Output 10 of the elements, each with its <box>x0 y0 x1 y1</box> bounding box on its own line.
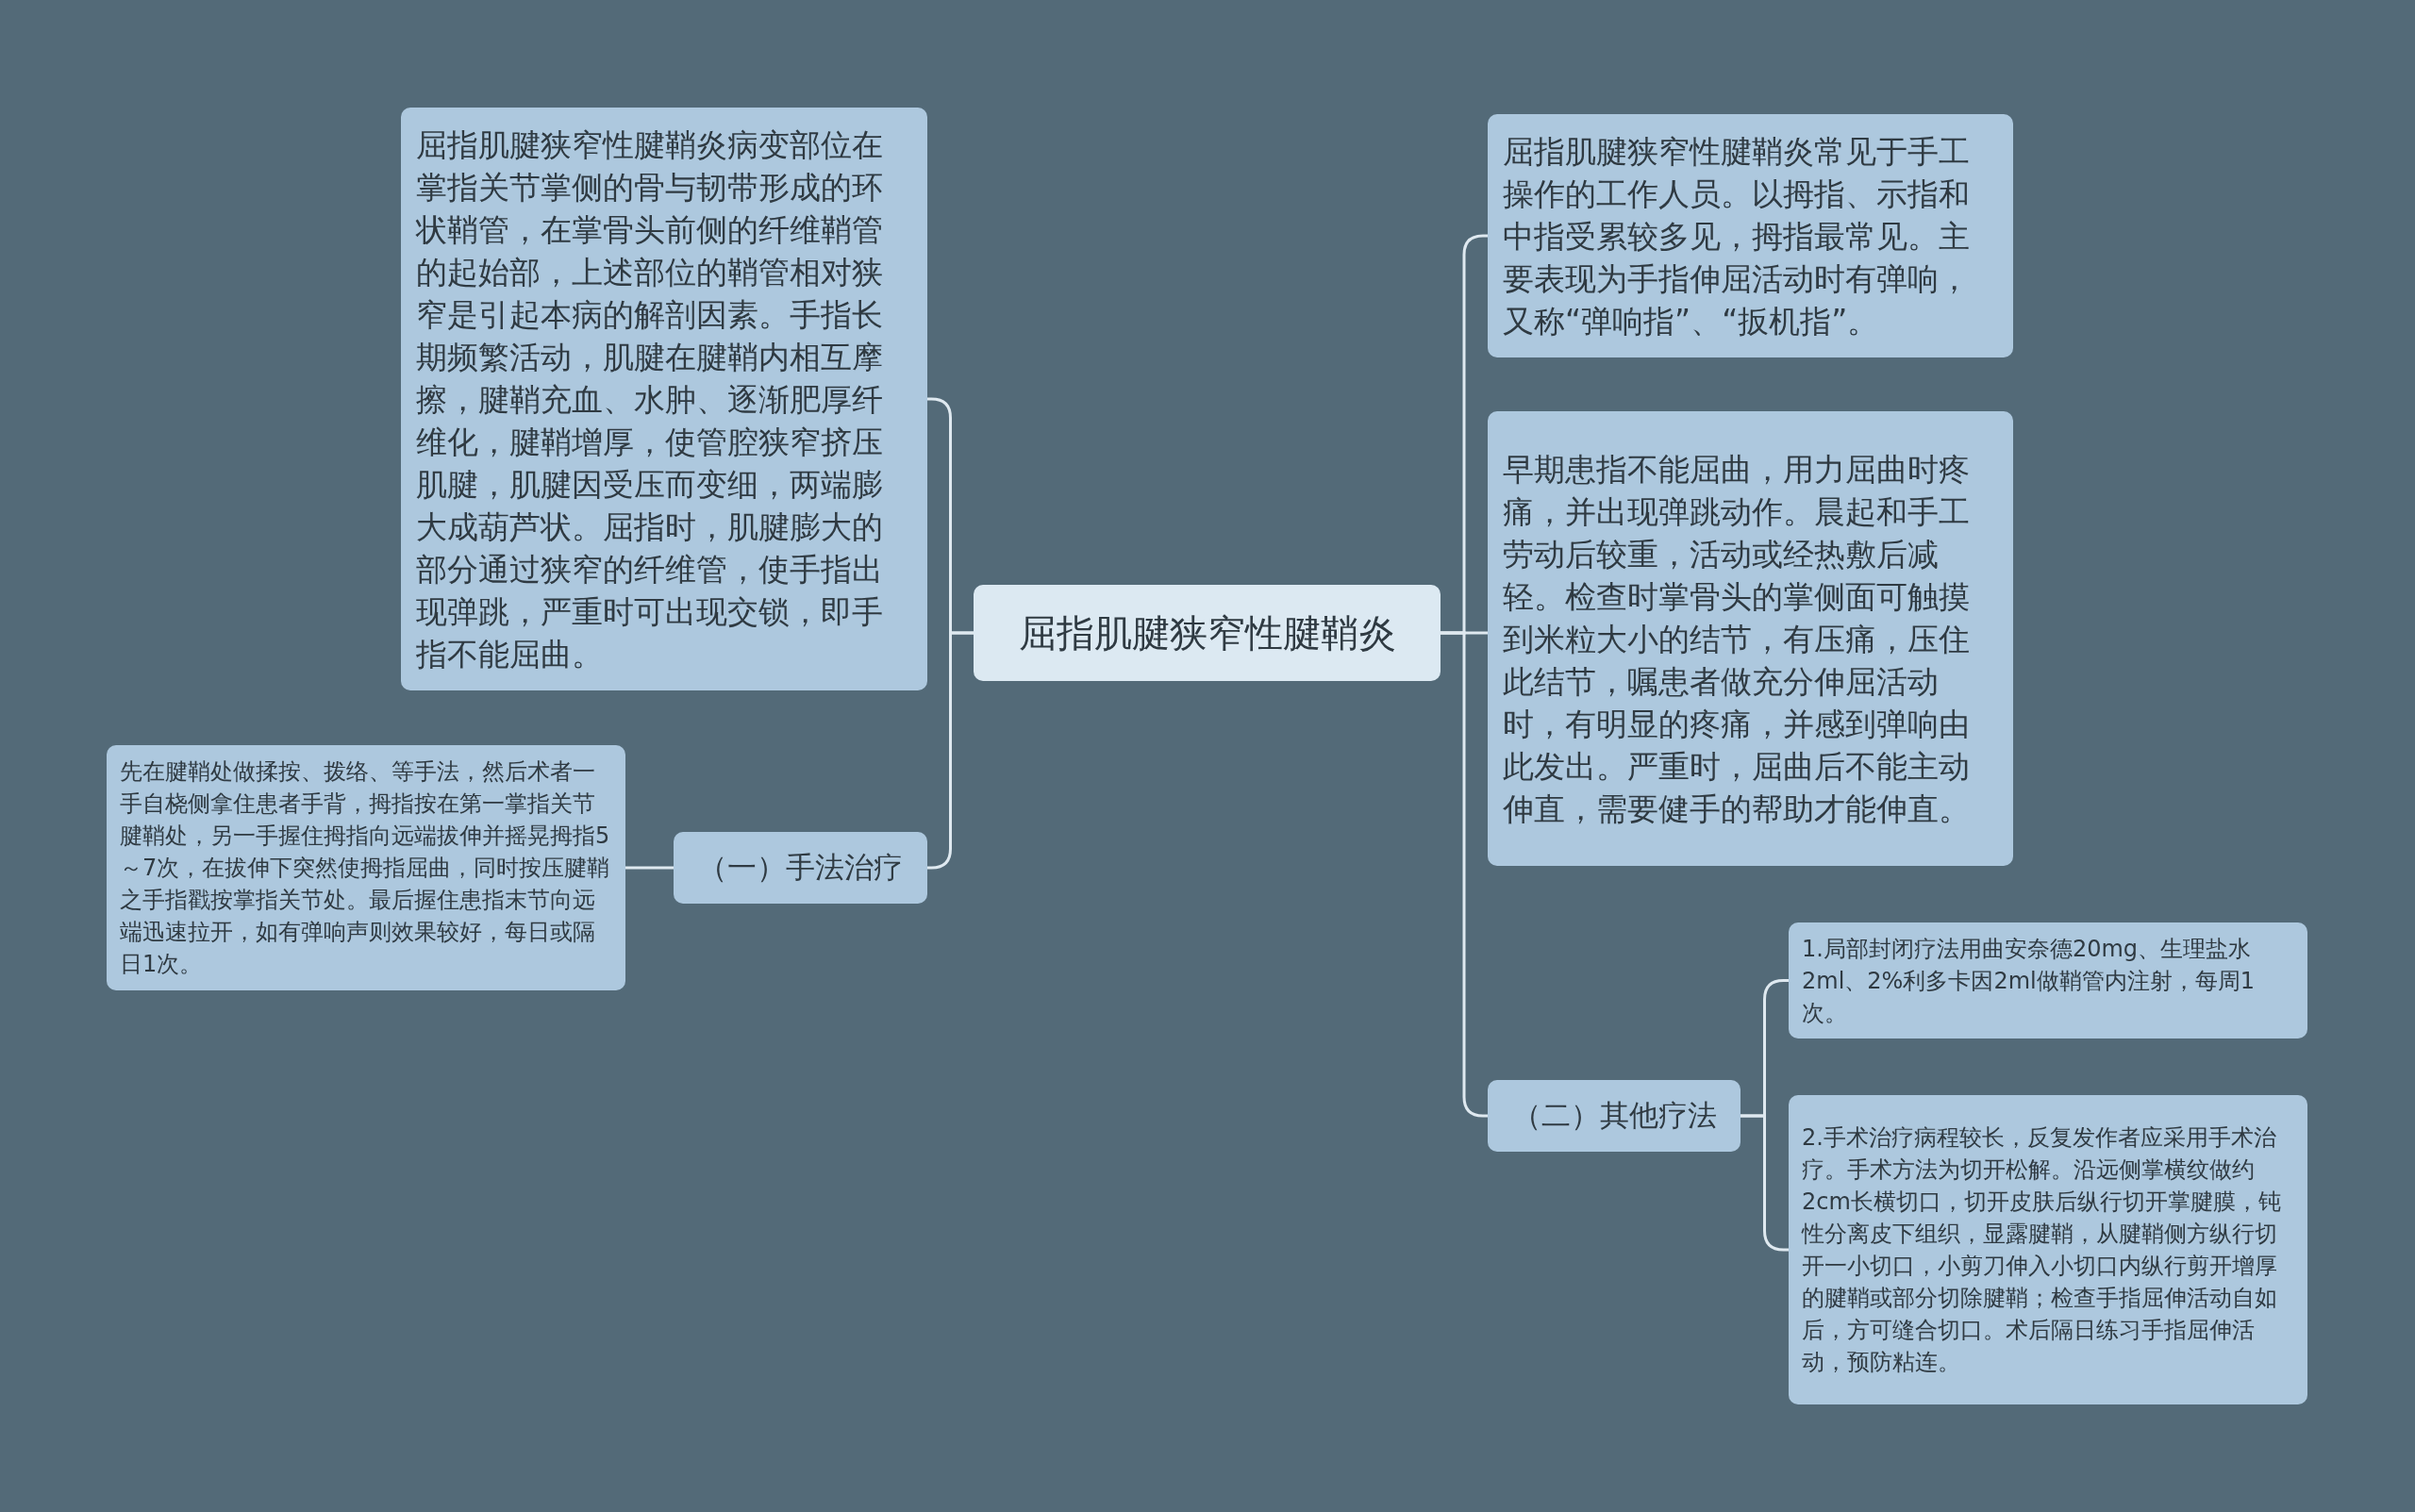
topic-box: 1.局部封闭疗法用曲安奈德20mg、生理盐水2ml、2%利多卡因2ml做鞘管内注射，每周1次。 <box>1789 922 2307 1038</box>
branch-box: （一）手法治疗 <box>674 832 927 904</box>
connector-line <box>625 866 674 870</box>
topic-box: 早期患指不能屈曲，用力屈曲时疼痛，并出现弹跳动作。晨起和手工劳动后较重，活动或经热敷后减轻。检查时掌骨头的掌侧面可触摸到米粒大小的结节，有压痛，压住此结节，嘱患者做充分伸屈活动时，有明显的疼痛，并感到弹响由此发出。严重时，屈曲后不能主动伸直，需要健手的帮助才能伸直。 <box>1488 411 2013 866</box>
topic-box: 屈指肌腱狭窄性腱鞘炎常见于手工操作的工作人员。以拇指、示指和中指受累较多见，拇指最常见。主要表现为手指伸屈活动时有弹响，又称“弹响指”、“扳机指”。 <box>1488 114 2013 357</box>
topic-box: 先在腱鞘处做揉按、拨络、等手法，然后术者一手自桡侧拿住患者手背，拇指按在第一掌指关节腱鞘处，另一手握住拇指向远端拔伸并摇晃拇指5～7次，在拔伸下突然使拇指屈曲，同时按压腱鞘之手指戳按掌指关节处。最后握住患指末节向远端迅速拉开，如有弹响声则效果较好，每日或隔日1次。 <box>107 745 625 990</box>
branch-box: （二）其他疗法 <box>1488 1080 1740 1152</box>
topic-box: 2.手术治疗病程较长，反复发作者应采用手术治疗。手术方法为切开松解。沿远侧掌横纹做约2cm长横切口，切开皮肤后纵行切开掌腱膜，钝性分离皮下组织，显露腱鞘，从腱鞘侧方纵行切开一小切口，小剪刀伸入小切口内纵行剪开增厚的腱鞘或部分切除腱鞘；检查手指屈伸活动自如后，方可缝合切口。术后隔日练习手指屈伸活动，预防粘连。 <box>1789 1095 2307 1404</box>
central-topic-box: 屈指肌腱狭窄性腱鞘炎 <box>974 585 1441 681</box>
topic-box: 屈指肌腱狭窄性腱鞘炎病变部位在掌指关节掌侧的骨与韧带形成的环状鞘管，在掌骨头前侧的纤维鞘管的起始部，上述部位的鞘管相对狭窄是引起本病的解剖因素。手指长期频繁活动，肌腱在腱鞘内相互摩擦，腱鞘充血、水肿、逐渐肥厚纤维化，腱鞘增厚，使管腔狭窄挤压肌腱，肌腱因受压而变细，两端膨大成葫芦状。屈指时，肌腱膨大的部分通过狭窄的纤维管，使手指出现弹跳，严重时可出现交锁，即手指不能屈曲。 <box>401 108 927 690</box>
